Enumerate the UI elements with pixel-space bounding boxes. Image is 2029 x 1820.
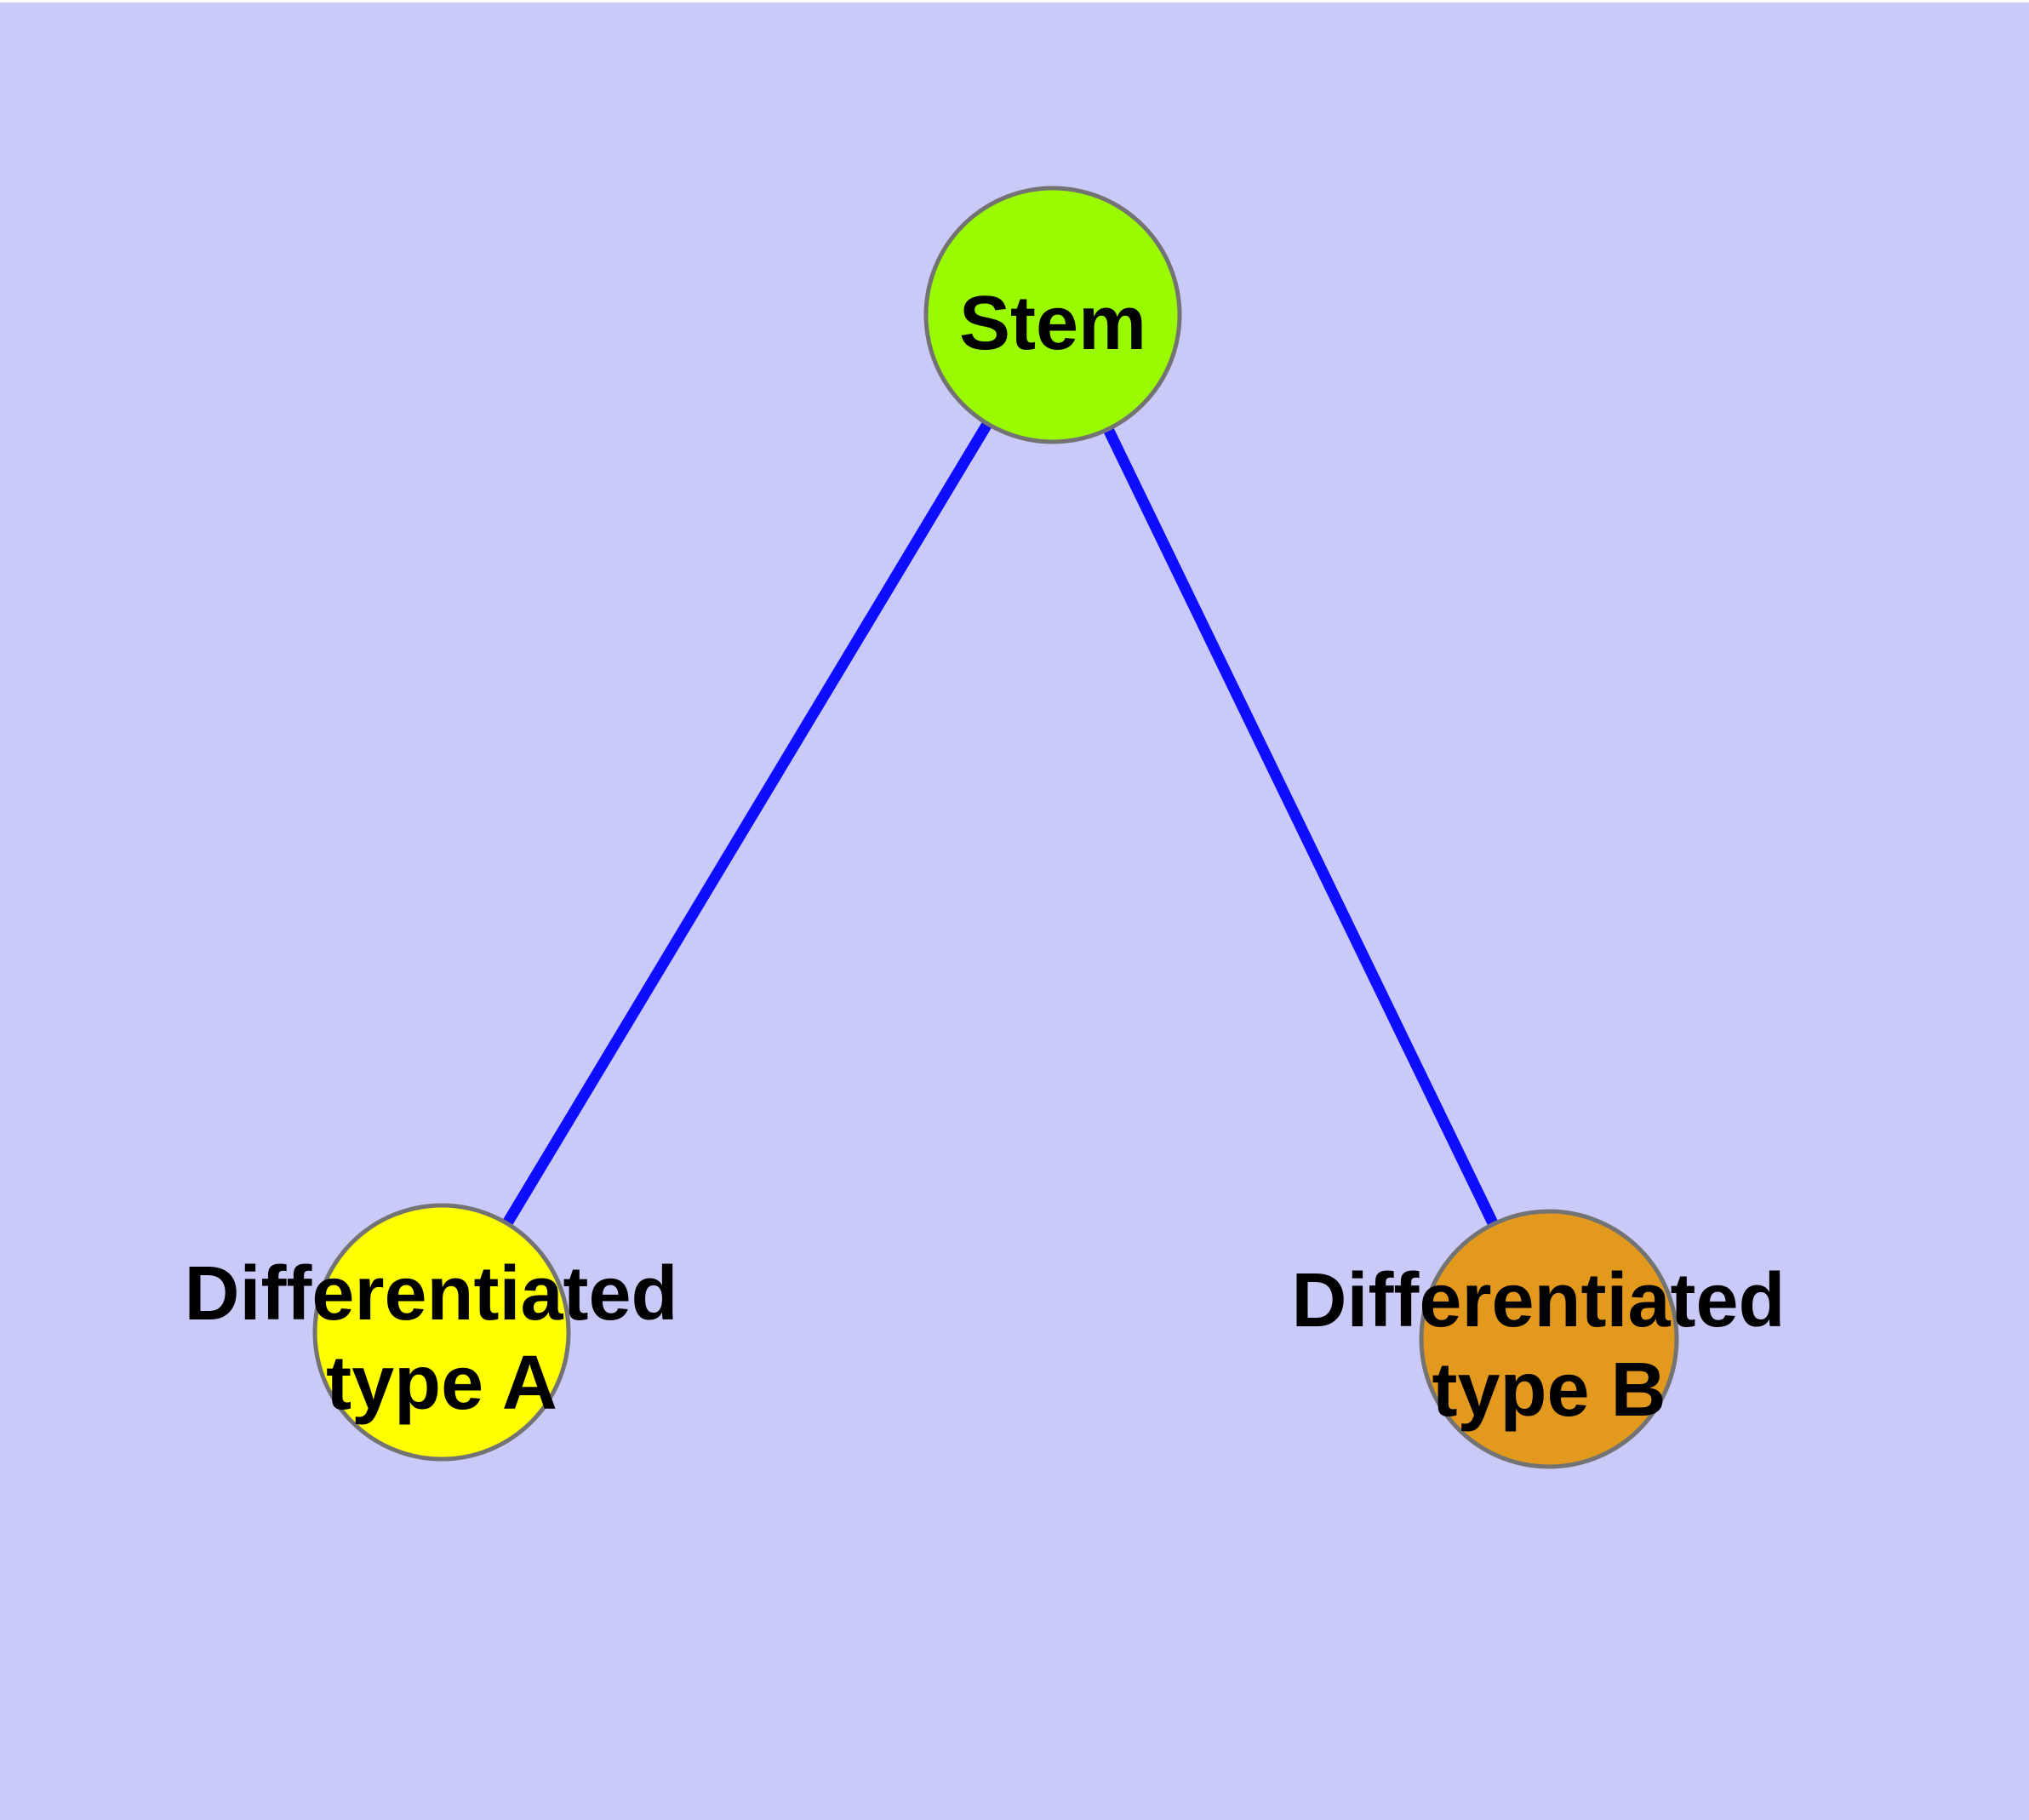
node-stem — [923, 186, 1182, 444]
node-layer — [312, 186, 1679, 1469]
edge-layer — [436, 309, 1555, 1345]
edge-stem-to-type-a — [436, 309, 1059, 1338]
node-stem-label: Stem — [959, 281, 1146, 366]
edge-stem-to-type-b — [1047, 309, 1555, 1345]
node-type-b-label-line-1: Differentiated — [1291, 1258, 1785, 1343]
node-type-a-label-line-1: Differentiated — [184, 1251, 677, 1336]
node-type-b-label-line-2: type B — [1432, 1348, 1666, 1433]
top-margin-strip — [0, 0, 2029, 3]
node-differentiated-type-a — [312, 1203, 571, 1462]
label-layer: Stem Differentiated type A Differentiate… — [184, 281, 1806, 1433]
node-differentiated-type-b — [1419, 1209, 1679, 1469]
node-type-a-label: Differentiated type A — [184, 1251, 699, 1426]
node-type-b-label: Differentiated type B — [1291, 1258, 1806, 1433]
node-type-a-label-line-2: type A — [326, 1341, 557, 1426]
